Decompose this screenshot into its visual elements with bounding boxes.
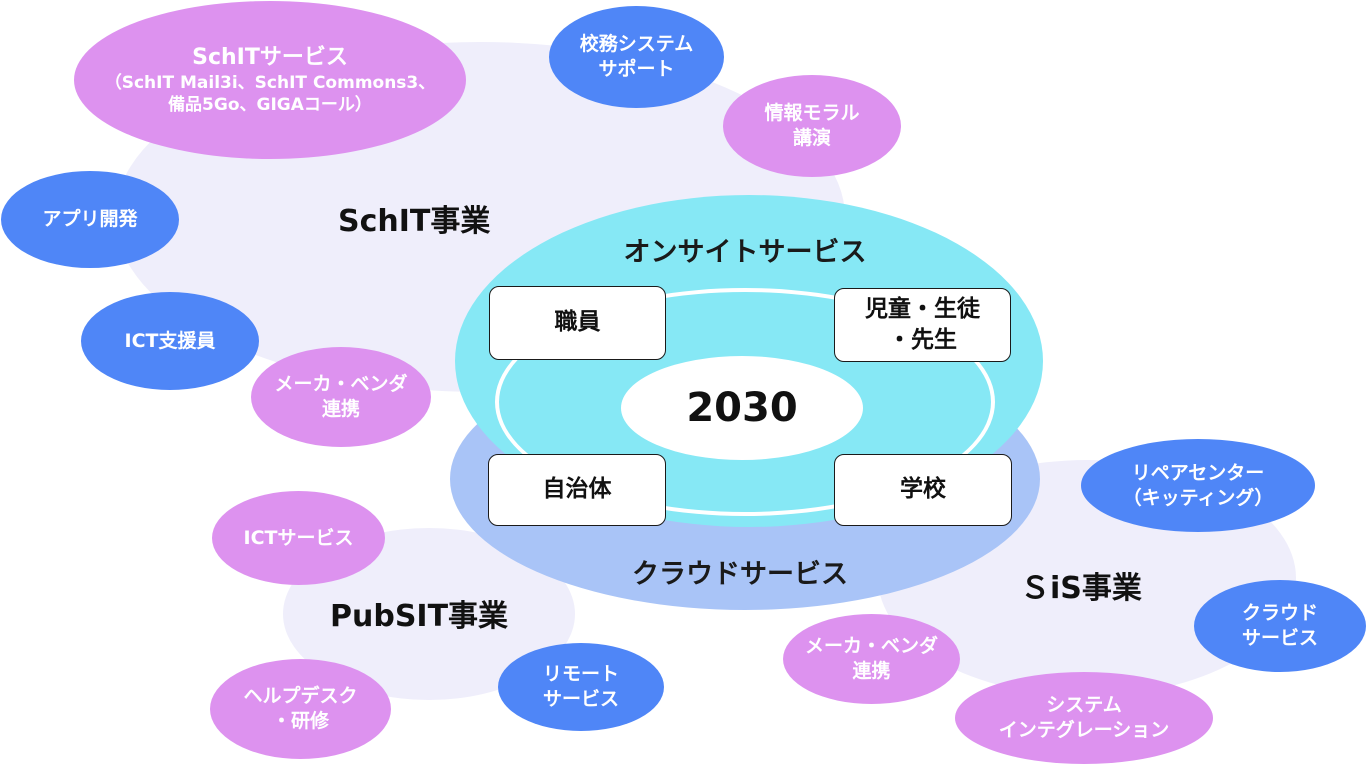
app-development-label: アプリ開発 (42, 208, 138, 231)
schit-maker-vendor-line2: 連携 (321, 398, 360, 420)
school-affairs-support-bubble: 校務システム サポート (549, 6, 724, 108)
stakeholder-municipality-label: 自治体 (542, 476, 612, 503)
schit-service-bubble: SchITサービス （SchIT Mail3i、SchIT Commons3、 … (74, 1, 466, 159)
onsite-service-label: オンサイトサービス (623, 237, 867, 268)
school-affairs-line1: 校務システム (579, 33, 694, 56)
remote-line2: サービス (542, 688, 619, 710)
sis-maker-vendor-line1: メーカ・ベンダ (804, 635, 938, 658)
stakeholder-school: 学校 (834, 454, 1012, 526)
integration-line1: システム (1046, 694, 1122, 717)
helpdesk-line1: ヘルプデスク (243, 685, 358, 708)
sis-maker-vendor-line2: 連携 (852, 660, 891, 682)
schit-service-detail-1: （SchIT Mail3i、SchIT Commons3、 (104, 73, 436, 94)
info-moral-lecture-bubble: 情報モラル 講演 (723, 75, 901, 177)
schit-service-title: SchITサービス (192, 44, 348, 70)
remote-line1: リモート (542, 663, 619, 686)
helpdesk-training-bubble: ヘルプデスク ・研修 (210, 659, 391, 759)
sis-cloud-line2: サービス (1241, 627, 1318, 649)
app-development-bubble: アプリ開発 (1, 171, 179, 268)
ict-service-label: ICTサービス (243, 526, 354, 549)
sis-maker-vendor-bubble: メーカ・ベンダ 連携 (783, 614, 960, 704)
integration-line2: インテグレーション (998, 719, 1170, 741)
info-moral-line2: 講演 (792, 127, 831, 149)
school-affairs-line2: サポート (598, 58, 675, 80)
schit-service-detail-2: 備品5Go、GIGAコール） (168, 95, 372, 116)
schit-maker-vendor-bubble: メーカ・ベンダ 連携 (251, 347, 431, 447)
repair-line1: リペアセンター (1131, 461, 1265, 484)
inner-ring-outline (495, 288, 995, 516)
ict-service-bubble: ICTサービス (212, 491, 385, 585)
sis-cloud-service-bubble: クラウド サービス (1194, 580, 1366, 672)
helpdesk-line2: ・研修 (271, 710, 329, 732)
stakeholder-school-label: 学校 (900, 476, 946, 503)
info-moral-line1: 情報モラル (764, 102, 860, 125)
ict-support-label: ICT支援員 (124, 329, 216, 352)
stakeholder-students-teachers: 児童・生徒 ・先生 (834, 288, 1011, 362)
sis-business-label: ＳiS事業 (1020, 571, 1142, 606)
remote-service-bubble: リモート サービス (498, 643, 664, 731)
stakeholder-students-line1: 児童・生徒 (865, 295, 980, 322)
sis-cloud-line1: クラウド (1241, 602, 1318, 625)
stakeholder-staff-label: 職員 (554, 309, 601, 336)
repair-center-bubble: リペアセンター （キッティング） (1081, 439, 1315, 532)
ict-support-staff-bubble: ICT支援員 (81, 292, 259, 390)
cloud-service-label: クラウドサービス (632, 559, 848, 590)
schit-business-label: SchIT事業 (338, 204, 491, 239)
stakeholder-students-line2: ・先生 (888, 327, 957, 353)
schit-maker-vendor-line1: メーカ・ベンダ (274, 373, 408, 396)
stakeholder-staff: 職員 (489, 286, 666, 360)
stakeholder-municipality: 自治体 (488, 454, 666, 526)
center-ellipse: 2030 (621, 356, 863, 460)
repair-line2: （キッティング） (1122, 486, 1274, 509)
center-year: 2030 (686, 385, 798, 431)
system-integration-bubble: システム インテグレーション (955, 672, 1213, 764)
pubsit-business-label: PubSIT事業 (330, 599, 509, 634)
